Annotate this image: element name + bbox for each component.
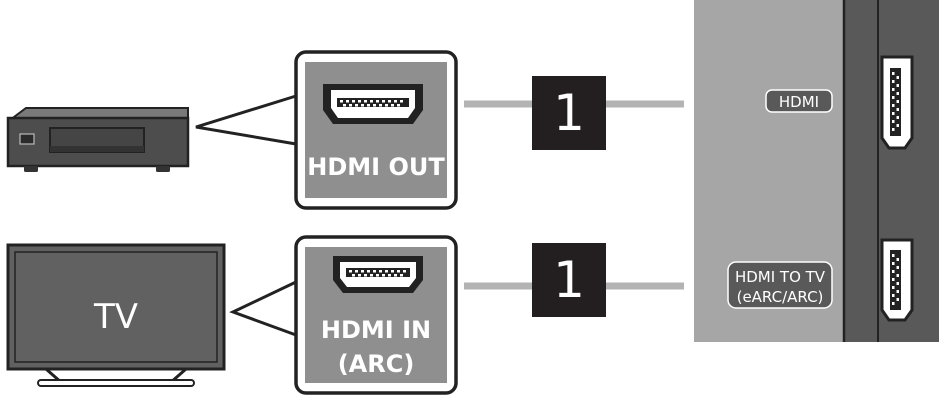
tv-screen-label: TV — [93, 297, 138, 337]
source-device — [6, 107, 190, 172]
hdmi-connector-icon — [333, 256, 423, 293]
hdmi-out-label: HDMI OUT — [307, 153, 445, 181]
hdmi-out-callout: HDMI OUT — [294, 50, 458, 210]
hdmi-connector-icon — [323, 84, 423, 124]
tv-callout-pointer — [229, 280, 297, 337]
cable-number: 1 — [553, 251, 585, 309]
source-callout-pointer — [195, 94, 297, 146]
cable-number-badge — [532, 243, 606, 317]
hdmi-port-label-badge — [765, 89, 833, 113]
hdmi-to-tv-label-badge — [727, 261, 833, 309]
hdmi-in-label: HDMI IN — [321, 316, 431, 344]
hdmi-port-label: HDMI — [779, 93, 819, 111]
cable-number: 1 — [553, 84, 585, 142]
hdmi-to-tv-port-icon — [880, 238, 914, 322]
cable-bottom: 1 — [464, 243, 684, 317]
hdmi-to-tv-label: HDMI TO TV — [735, 268, 826, 286]
hdmi-in-callout: HDMI IN (ARC) — [294, 235, 458, 395]
hdmi-to-tv-arc-label: (eARC/ARC) — [737, 288, 824, 306]
cable-number-badge — [532, 76, 606, 150]
cable-top: 1 — [464, 76, 684, 150]
hdmi-in-arc-label: (ARC) — [338, 350, 415, 378]
tv-device: TV — [6, 243, 226, 387]
soundbar-rear-panel: HDMI HDMI TO TV (eARC/ARC) — [694, 0, 939, 342]
hdmi-port-icon — [880, 55, 914, 150]
